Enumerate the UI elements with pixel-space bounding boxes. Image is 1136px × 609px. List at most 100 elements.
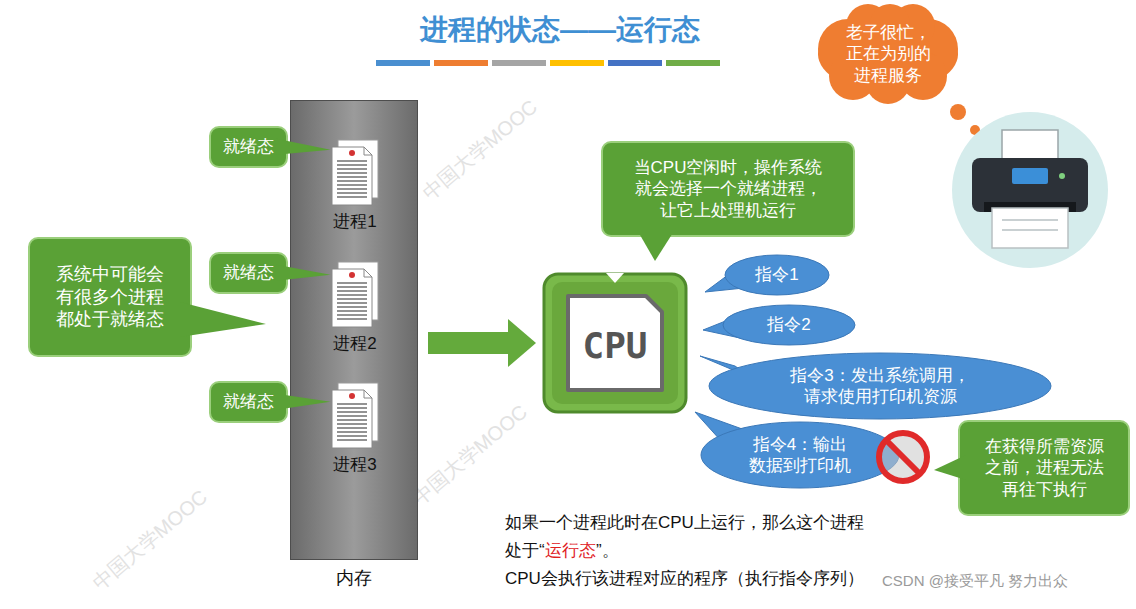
node-text: 就绪态	[223, 262, 274, 283]
state-callout: 就绪态	[209, 252, 288, 293]
callout-tail	[180, 302, 266, 337]
document-line	[337, 168, 367, 170]
instruction-bubble: 指令4：输出 数据到打印机	[700, 421, 900, 489]
document-fold	[364, 269, 372, 277]
cpu-chip: CPU	[540, 270, 690, 416]
document-line	[337, 184, 367, 186]
callout-tail	[960, 422, 961, 423]
note-callout: 在获得所需资源 之前，进程无法 再往下执行	[958, 420, 1130, 516]
arrow-shaft	[428, 332, 508, 354]
document-page	[332, 390, 372, 448]
document-line	[337, 290, 367, 292]
callout-tail	[636, 228, 676, 261]
process-icon: 进程1	[319, 139, 391, 235]
document-line	[337, 196, 367, 198]
document-page	[332, 269, 372, 327]
state-callout: 就绪态	[209, 381, 288, 422]
document-line	[337, 403, 367, 405]
node-text: 指令1	[755, 264, 798, 285]
callout-tail	[30, 239, 31, 240]
watermark: 中国大学MOOC	[87, 485, 212, 596]
document-page	[332, 147, 372, 205]
watermark: CSDN @接受平凡 努力出众	[882, 572, 1068, 591]
callout-tail	[276, 265, 330, 281]
node-text: 指令2	[767, 314, 810, 335]
document-icon	[330, 139, 380, 207]
cpu-shape	[544, 274, 686, 412]
document-line	[337, 407, 367, 409]
document-line	[337, 176, 367, 178]
document-line	[337, 419, 367, 421]
note-callout: 系统中可能会 有很多个进程 都处于就绪态	[28, 237, 192, 357]
printer-light	[1059, 173, 1065, 179]
callout-tail	[211, 254, 212, 255]
document-line	[337, 310, 367, 312]
node-text: 系统中可能会 有很多个进程 都处于就绪态	[52, 263, 168, 331]
printer-body	[972, 158, 1088, 212]
printer-output	[992, 208, 1068, 248]
document-line	[337, 427, 367, 429]
node-text: 当CPU空闲时，操作系统 就会选择一个就绪进程， 让它上处理机运行	[625, 157, 831, 221]
memory-bank: 内存进程1进程2进程3	[290, 100, 418, 560]
document-line	[337, 172, 367, 174]
printer-output-line	[1002, 229, 1058, 231]
process-icon: 进程3	[319, 382, 391, 478]
process-icon: 进程2	[319, 261, 391, 357]
note-text: ”。	[596, 540, 619, 561]
document-line	[337, 415, 367, 417]
document-fold	[364, 390, 372, 398]
document-pin	[349, 393, 355, 399]
document-line	[337, 188, 367, 190]
printer-screen	[1012, 168, 1048, 184]
document-line	[337, 286, 367, 288]
document-line	[337, 306, 367, 308]
document-pin	[349, 272, 355, 278]
title-bar	[550, 60, 604, 66]
node-text: 内存	[291, 567, 417, 590]
callout-tail	[276, 139, 330, 155]
node-text: CPU	[582, 323, 647, 368]
watermark: 中国大学MOOC	[417, 95, 542, 206]
document-line	[337, 314, 367, 316]
document-fold	[364, 147, 372, 155]
thought-cloud: 老子很忙， 正在为别的 进程服务	[808, 4, 968, 104]
document-line	[337, 160, 367, 162]
title-bar	[666, 60, 720, 66]
callout-tail	[934, 455, 966, 480]
bubble-shape	[701, 422, 899, 488]
node-text: 进程3	[309, 454, 401, 475]
title-bar	[376, 60, 430, 66]
callout-tail	[603, 143, 604, 144]
node-text: 就绪态	[223, 136, 274, 157]
note-text: 如果一个进程此时在CPU上运行，那么这个进程	[505, 512, 864, 533]
document-line	[337, 282, 367, 284]
callout-tail	[276, 394, 330, 410]
title-bar	[492, 60, 546, 66]
document-line	[337, 164, 367, 166]
note-text: CPU会执行该进程对应的程序（执行指令序列）	[505, 568, 864, 589]
speech-bubble	[700, 421, 900, 489]
document-pin	[349, 150, 355, 156]
cpu-shape	[552, 282, 678, 404]
note-text: 处于“	[505, 540, 545, 561]
document-icon	[330, 382, 380, 450]
document-icon	[330, 261, 380, 329]
document-line	[337, 435, 367, 437]
forbidden-sign	[879, 433, 927, 481]
node-text: 指令3：发出系统调用， 请求使用打印机资源	[785, 365, 975, 408]
state-term: 运行态	[545, 540, 596, 561]
note-callout: 当CPU空闲时，操作系统 就会选择一个就绪进程， 让它上处理机运行	[601, 141, 855, 237]
watermark: 中国大学MOOC	[407, 400, 532, 511]
bubble-shape	[725, 255, 829, 295]
forbidden-slash	[886, 440, 920, 474]
document-line	[337, 411, 367, 413]
document-line	[337, 431, 367, 433]
node-text: 进程2	[309, 333, 401, 354]
title-bar	[608, 60, 662, 66]
instruction-bubble: 指令2	[722, 304, 856, 346]
callout-tail	[211, 128, 212, 129]
document-line	[337, 298, 367, 300]
node-text: 就绪态	[223, 391, 274, 412]
document-line	[337, 423, 367, 425]
